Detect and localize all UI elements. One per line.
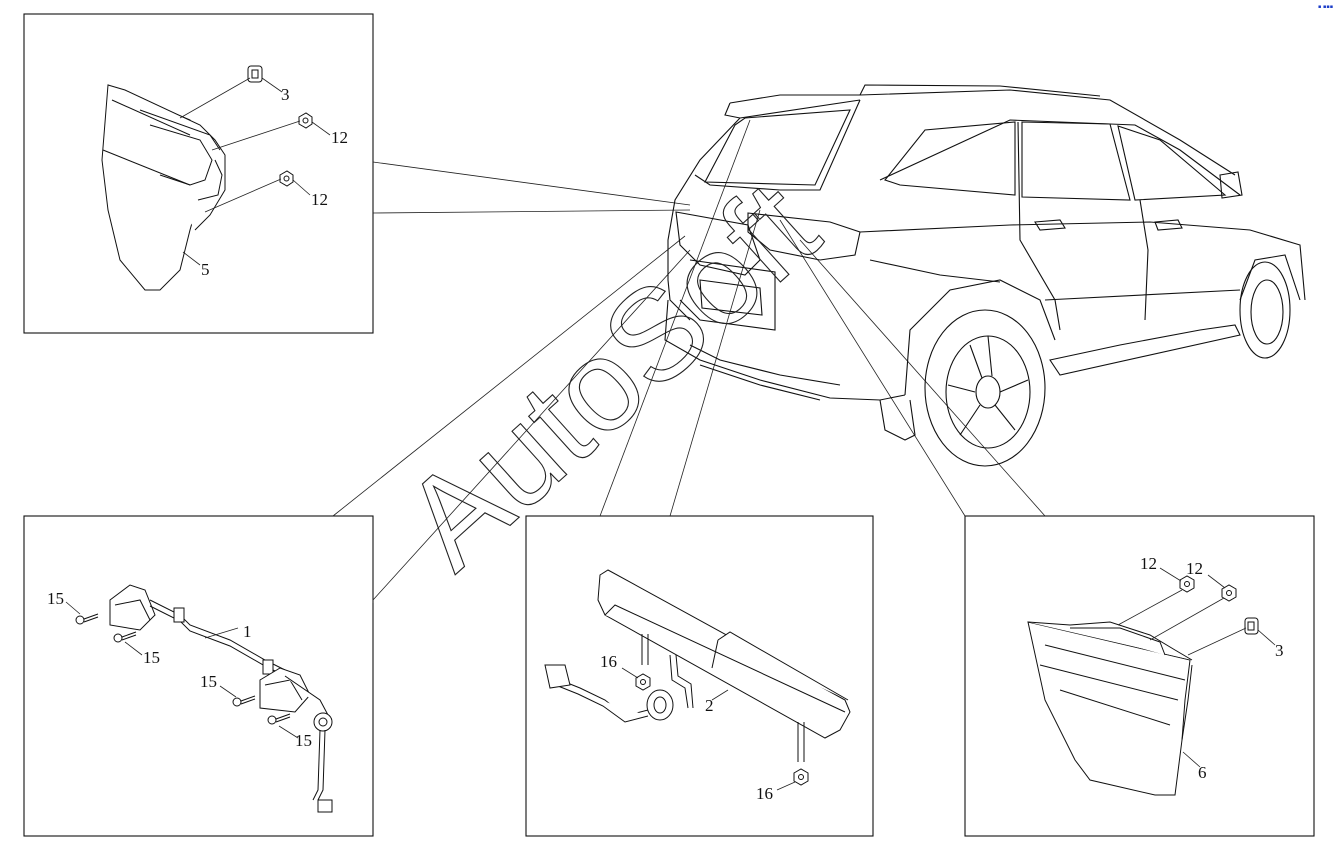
callout-15-c: 15: [200, 672, 217, 691]
nut-part-12-bottomright-a: [1179, 575, 1195, 593]
screw-part-15-a: [75, 613, 99, 625]
callout-6: 6: [1198, 763, 1207, 782]
callout-3-bottomright: 3: [1275, 641, 1284, 660]
screw-part-15-d: [267, 713, 291, 725]
panel-bottom-right-frame: [964, 515, 1315, 837]
leaders-bottommiddle: [621, 667, 796, 791]
screw-part-15-c: [232, 695, 256, 707]
callout-16-b: 16: [756, 784, 773, 803]
callout-2: 2: [705, 696, 714, 715]
leaders-bottomright: [1117, 567, 1276, 768]
tail-lamp-outer-part-5: [101, 84, 226, 291]
corner-stamp: ▪ ▪▪▪: [1318, 4, 1333, 10]
clip-part-3-topleft: [247, 65, 263, 83]
callout-12-topleft-b: 12: [311, 190, 328, 209]
vehicle-illustration: [664, 84, 1306, 467]
panel-bottom-middle-frame: [525, 515, 874, 837]
panel-top-left-frame: [23, 13, 374, 334]
panel-bottom-left-frame: [23, 515, 374, 837]
callout-1: 1: [243, 622, 252, 641]
watermark: AutoSoft: [376, 154, 844, 596]
license-lamp-harness-part-1: [109, 584, 333, 813]
nut-part-12-topleft-b: [279, 170, 294, 187]
callout-15-b: 15: [143, 648, 160, 667]
nut-part-16-a: [635, 673, 651, 691]
high-mount-lamp-part-2: [544, 569, 851, 762]
nut-part-16-b: [793, 768, 809, 786]
callout-3-topleft: 3: [281, 85, 290, 104]
callout-16-a: 16: [600, 652, 617, 671]
nut-part-12-bottomright-b: [1221, 584, 1237, 602]
leaders-topleft: [179, 77, 331, 266]
screw-part-15-b: [113, 631, 137, 643]
nut-part-12-topleft-a: [298, 112, 313, 129]
callout-12-bottomright-b: 12: [1186, 559, 1203, 578]
callout-15-d: 15: [295, 731, 312, 750]
callout-5: 5: [201, 260, 210, 279]
callout-12-bottomright-a: 12: [1140, 554, 1157, 573]
tail-lamp-inner-part-6: [1027, 621, 1193, 796]
callout-15-a: 15: [47, 589, 64, 608]
clip-part-3-bottomright: [1244, 617, 1259, 635]
leaders-bottomleft: [65, 601, 299, 739]
callout-12-topleft-a: 12: [331, 128, 348, 147]
